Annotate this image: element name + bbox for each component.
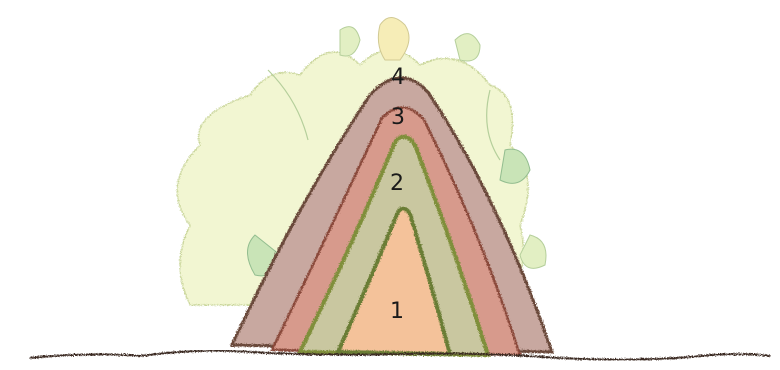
layer-2-label: 2 [390, 171, 404, 196]
layer-1-label: 1 [390, 299, 404, 324]
layer-3-label: 3 [391, 105, 405, 130]
layer-4-label: 4 [391, 65, 405, 90]
